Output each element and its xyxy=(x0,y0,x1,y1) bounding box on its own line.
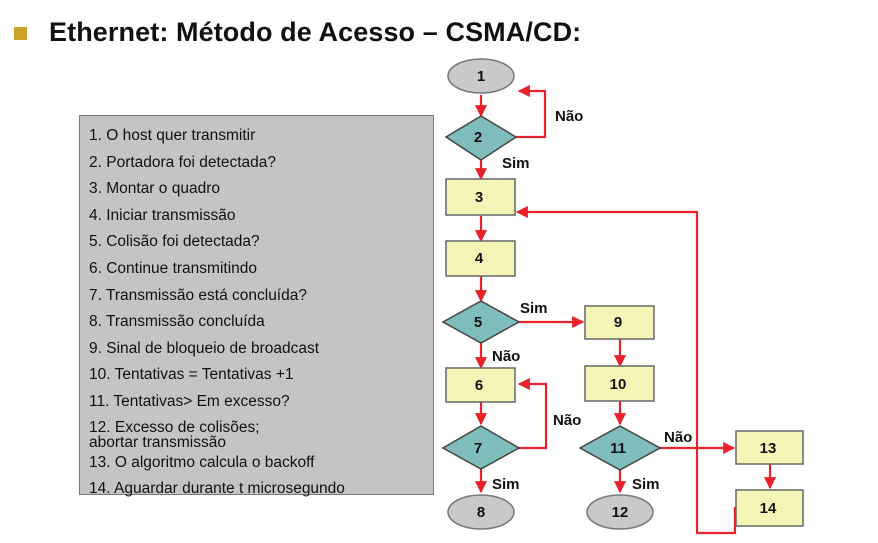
legend-item: 1. O host quer transmitir xyxy=(89,127,256,144)
node-13-label: 13 xyxy=(760,440,777,457)
node-14: 14 xyxy=(735,489,804,527)
legend-item: 12. Excesso de colisões;abortar transmis… xyxy=(89,416,433,450)
node-4: 4 xyxy=(445,240,516,277)
edge-label-5-yes: Sim xyxy=(520,300,548,317)
node-4-label: 4 xyxy=(475,250,484,267)
legend-item: 11. Tentativas> Em excesso? xyxy=(89,392,290,410)
legend-item-line: abortar transmissão xyxy=(89,433,226,451)
node-11: 11 xyxy=(578,425,662,471)
legend-item: 8. Transmissão concluída xyxy=(89,313,265,331)
legend-item: 2. Portadora foi detectada? xyxy=(89,153,276,171)
slide-title: Ethernet: Método de Acesso – CSMA/CD: xyxy=(49,16,582,47)
edge-label-5-no: Não xyxy=(492,348,520,365)
node-8-label: 8 xyxy=(477,504,485,521)
legend-item-line: 12. Excesso de colisões; xyxy=(89,418,260,436)
edge-label-11-yes: Sim xyxy=(632,476,660,493)
edge-label-2-no: Não xyxy=(555,108,583,125)
legend-item: 3. Montar o quadro xyxy=(89,180,220,198)
node-2-label: 2 xyxy=(474,129,482,146)
node-5: 5 xyxy=(441,300,521,344)
legend-item: 4. Iniciar transmissão xyxy=(89,206,236,224)
node-12: 12 xyxy=(586,494,654,530)
node-6-label: 6 xyxy=(475,377,483,394)
node-14-label: 14 xyxy=(760,500,777,517)
legend-item: 10. Tentativas = Tentativas +1 xyxy=(89,366,294,384)
legend-item: 6. Continue transmitindo xyxy=(89,259,258,277)
node-2: 2 xyxy=(444,115,518,161)
edge-label-11-no: Não xyxy=(664,429,692,446)
flowchart-edges xyxy=(474,84,777,535)
edge-label-7-yes: Sim xyxy=(492,476,520,493)
edge-14-to-3 xyxy=(515,205,737,535)
node-3: 3 xyxy=(445,178,516,216)
node-5-label: 5 xyxy=(474,314,482,331)
node-6: 6 xyxy=(445,367,516,403)
node-3-label: 3 xyxy=(475,189,483,206)
edge-label-7-no: Não xyxy=(553,412,581,429)
node-9: 9 xyxy=(584,305,655,340)
node-8: 8 xyxy=(447,494,515,530)
node-11-label: 11 xyxy=(610,440,626,457)
node-13: 13 xyxy=(735,430,804,465)
node-1: 1 xyxy=(447,58,515,94)
legend-item: 14. Aguardar durante t microsegundo xyxy=(89,480,345,498)
slide-header: Ethernet: Método de Acesso – CSMA/CD: xyxy=(14,12,581,52)
edge-2-no-loop xyxy=(516,84,547,139)
node-1-label: 1 xyxy=(477,68,485,85)
legend-item: 7. Transmissão está concluída? xyxy=(89,286,307,304)
node-7: 7 xyxy=(441,425,521,470)
node-7-label: 7 xyxy=(474,440,482,457)
node-10-label: 10 xyxy=(610,376,627,393)
square-bullet-icon xyxy=(14,27,27,40)
node-12-label: 12 xyxy=(612,504,629,521)
node-9-label: 9 xyxy=(614,314,622,331)
legend-box: 1. O host quer transmitir 2. Portadora fo… xyxy=(79,115,434,497)
legend-list: 1. O host quer transmitir 2. Portadora fo… xyxy=(89,123,433,503)
legend-item: 13. O algoritmo calcula o backoff xyxy=(89,453,315,471)
legend-item: 9. Sinal de bloqueio de broadcast xyxy=(89,339,320,357)
edge-label-2-yes: Sim xyxy=(502,155,530,172)
edge-7-no-loop xyxy=(517,377,548,450)
legend-item: 5. Colisão foi detectada? xyxy=(89,233,260,251)
node-10: 10 xyxy=(584,365,655,402)
